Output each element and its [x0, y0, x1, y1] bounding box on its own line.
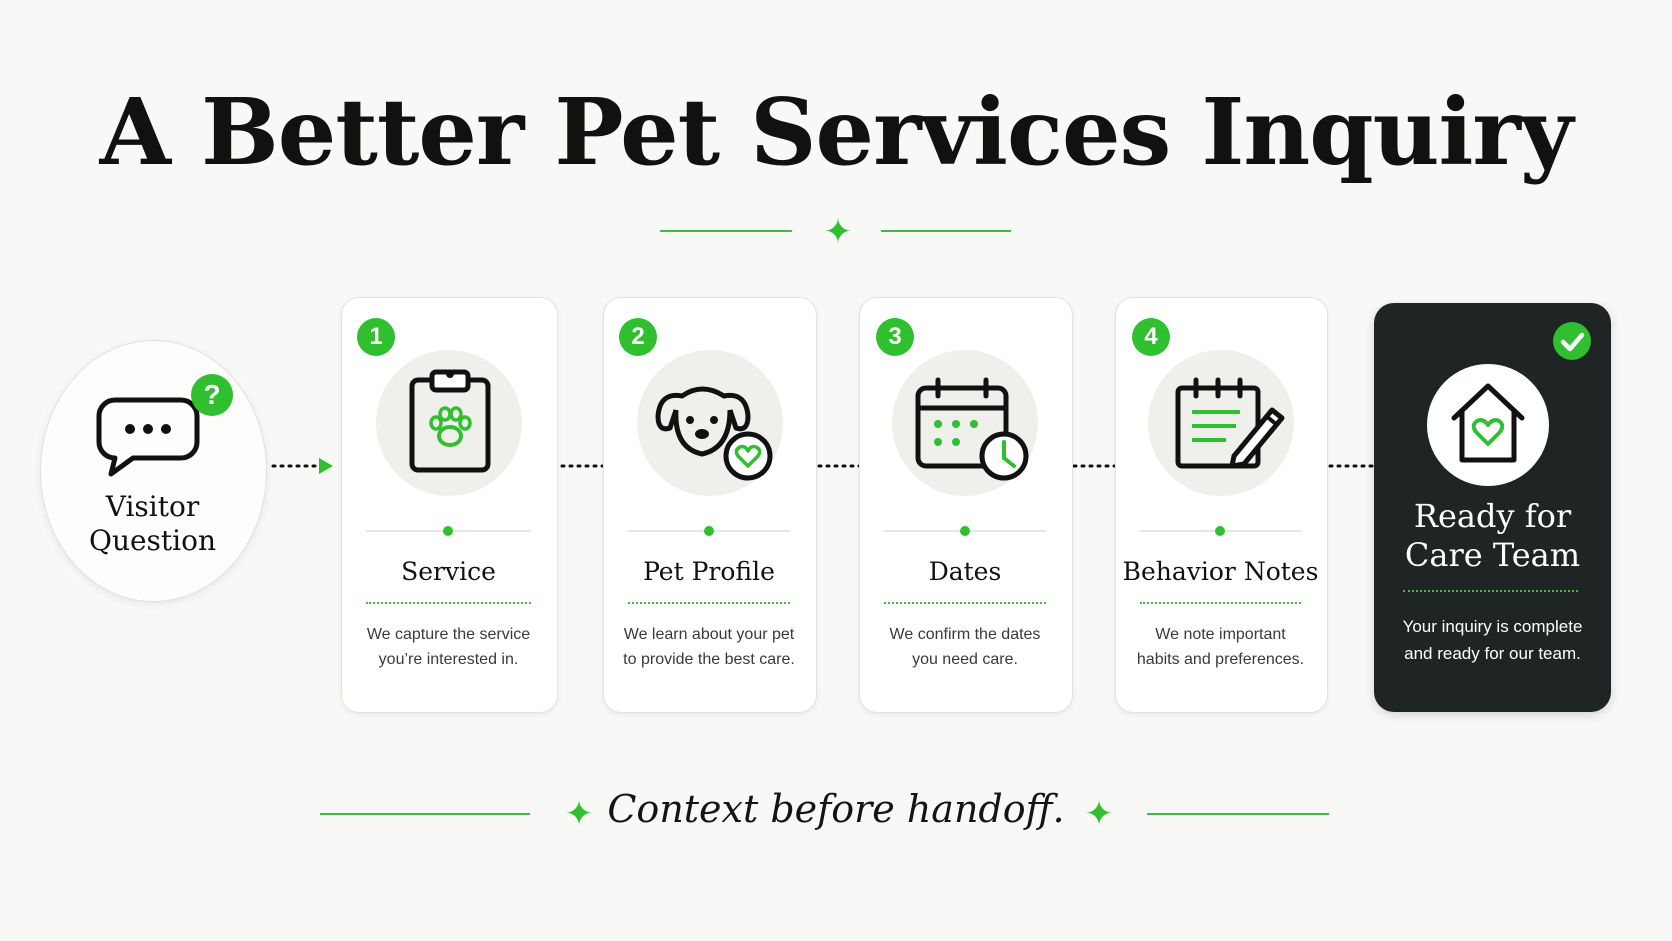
- notepad-pencil-icon: [1175, 377, 1285, 469]
- step-number-badge: 4: [1132, 318, 1170, 356]
- title-underline: [366, 602, 531, 604]
- step-description-line1: We learn about your pet: [623, 626, 795, 643]
- footer-divider-right: [1147, 813, 1329, 815]
- visitor-label-line1: Visitor: [105, 490, 200, 523]
- dog-heart-icon: [655, 386, 773, 481]
- step-description-line2: you need care.: [912, 651, 1018, 668]
- final-description-line1: Your inquiry is complete: [1402, 617, 1583, 636]
- step-number-badge: 3: [876, 318, 914, 356]
- step-description: We confirm the dates you need care.: [859, 622, 1071, 672]
- title-underline: [884, 602, 1046, 604]
- title-underline: [1140, 602, 1301, 604]
- final-title-line1: Ready for: [1413, 497, 1572, 535]
- step-title: Dates: [928, 557, 1002, 586]
- title-underline: [628, 602, 790, 604]
- visitor-label-line2: Question: [88, 524, 217, 557]
- footer-divider-left: [320, 813, 530, 815]
- title-divider-left: [660, 230, 792, 232]
- final-description-line2: and ready for our team.: [1404, 644, 1581, 663]
- step-title: Pet Profile: [643, 557, 775, 586]
- step-description: We capture the service you’re interested…: [341, 622, 556, 672]
- checkmark-icon: [1560, 332, 1585, 352]
- card-divider-dot: [1215, 526, 1225, 536]
- sparkle-icon: ✦: [564, 794, 594, 834]
- card-divider-dot: [960, 526, 970, 536]
- card-divider-dot: [704, 526, 714, 536]
- step-title: Behavior Notes: [1122, 557, 1319, 586]
- step-description-line2: to provide the best care.: [623, 651, 795, 668]
- step-description-line2: habits and preferences.: [1136, 651, 1305, 668]
- step-description-line1: We note important: [1155, 626, 1286, 643]
- visitor-question-label: Visitor Question: [40, 490, 265, 558]
- final-title-underline: [1403, 590, 1578, 592]
- speech-bubble-icon: [96, 397, 200, 477]
- clipboard-paw-icon: [409, 369, 491, 473]
- check-badge: [1553, 322, 1591, 360]
- step-number-badge: 2: [619, 318, 657, 356]
- sparkle-icon: ✦: [1084, 794, 1114, 834]
- title-divider-right: [881, 230, 1011, 232]
- step-description-line1: We capture the service: [366, 626, 531, 643]
- final-title-line2: Care Team: [1404, 536, 1581, 574]
- step-description-line1: We confirm the dates: [889, 626, 1041, 643]
- step-number-badge: 1: [357, 318, 395, 356]
- page-title: A Better Pet Services Inquiry: [99, 78, 1574, 186]
- question-badge: ?: [191, 374, 233, 416]
- step-title: Service: [401, 557, 496, 586]
- final-title: Ready for Care Team: [1374, 497, 1611, 575]
- flow-arrow-1: [271, 458, 333, 474]
- final-description: Your inquiry is complete and ready for o…: [1374, 613, 1611, 667]
- calendar-clock-icon: [915, 377, 1029, 481]
- step-description: We learn about your pet to provide the b…: [603, 622, 815, 672]
- card-divider-dot: [443, 526, 453, 536]
- step-description: We note important habits and preferences…: [1115, 622, 1326, 672]
- house-heart-icon: [1451, 383, 1525, 463]
- footer-tagline: Context before handoff.: [607, 787, 1065, 831]
- step-description-line2: you’re interested in.: [378, 651, 519, 668]
- sparkle-icon: ✦: [823, 212, 853, 252]
